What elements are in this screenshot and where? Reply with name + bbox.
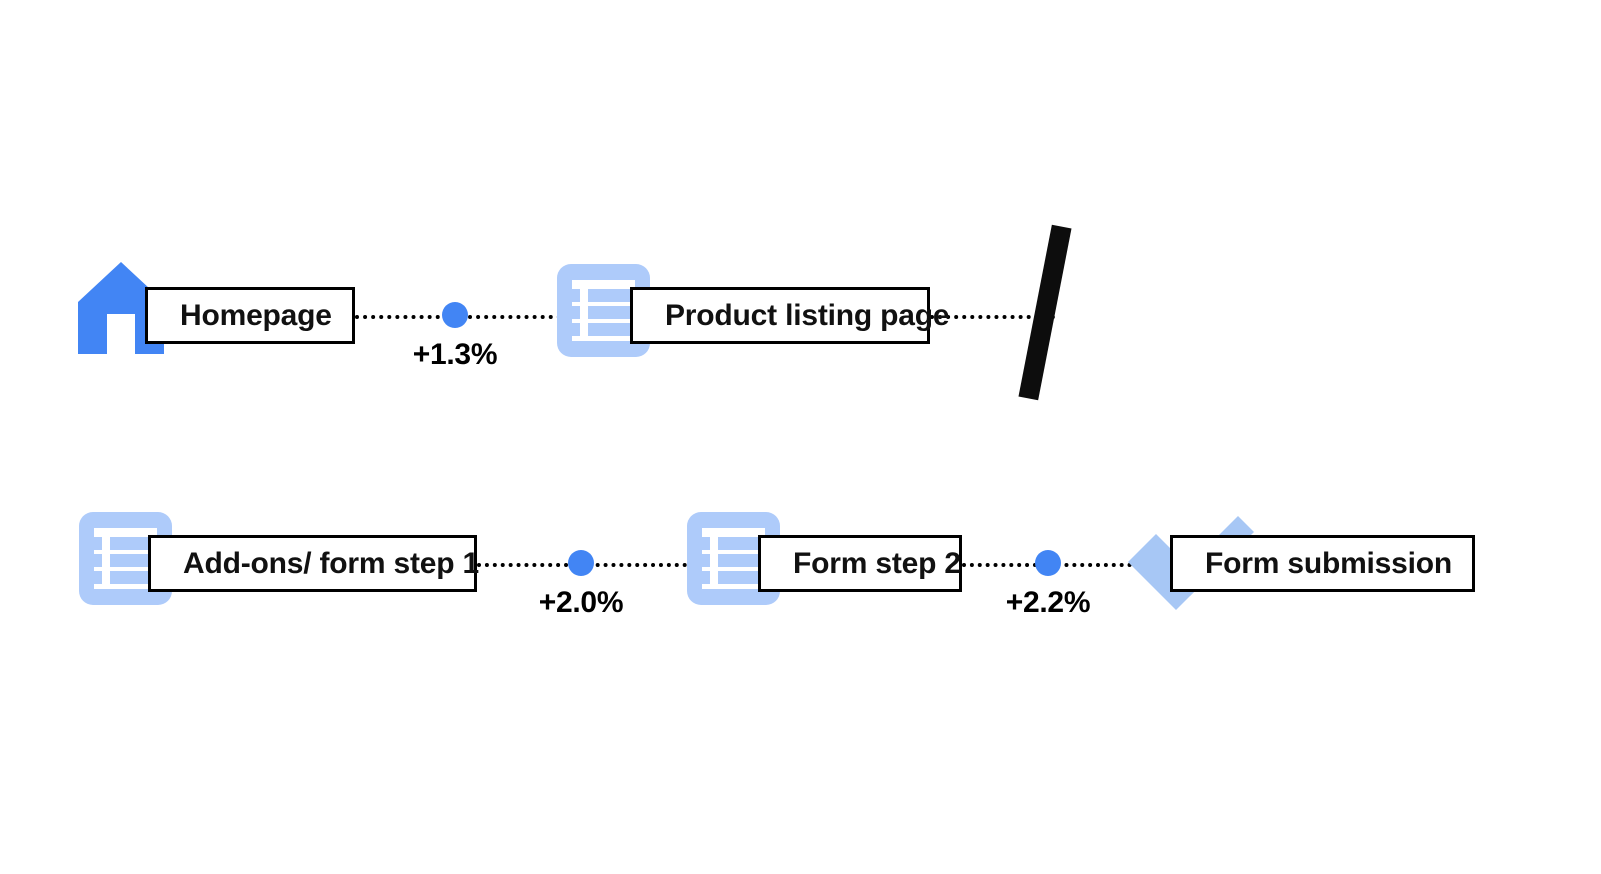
list-icon-bullet xyxy=(567,305,581,319)
metric-dot-3[interactable] xyxy=(1035,550,1061,576)
node-add-ons-form-step-1-label: Add-ons/ form step 1 xyxy=(183,546,480,580)
slash-icon xyxy=(1018,224,1072,401)
list-icon-bullet xyxy=(89,537,103,551)
node-product-listing-page[interactable]: Product listing page xyxy=(630,287,950,344)
metric-label-2: +2.0% xyxy=(538,586,624,619)
house-icon xyxy=(78,262,164,354)
list-icon-row xyxy=(567,289,644,303)
list-icon-bar xyxy=(588,322,644,336)
connector-product-listing-to-end xyxy=(930,315,1055,319)
node-product-listing-page-label: Product listing page xyxy=(665,298,950,332)
connector-addons-to-form-step-2 xyxy=(477,563,782,567)
list-icon-bar xyxy=(588,305,644,319)
list-icon-bullet xyxy=(89,570,103,584)
list-icon-bullet xyxy=(567,289,581,303)
node-form-submission[interactable]: Form submission xyxy=(1170,535,1475,592)
node-add-ons-form-step-1[interactable]: Add-ons/ form step 1 xyxy=(148,535,480,592)
list-icon-bullet xyxy=(697,537,711,551)
connector-form-step-2-to-submission xyxy=(962,563,1187,567)
node-form-step-2[interactable]: Form step 2 xyxy=(758,535,962,592)
node-form-submission-label: Form submission xyxy=(1205,546,1453,580)
list-icon-bar xyxy=(588,289,644,303)
node-homepage-label: Homepage xyxy=(180,298,332,332)
list-icon-bullet xyxy=(697,570,711,584)
metric-label-1: +1.3% xyxy=(412,338,498,371)
list-icon-row xyxy=(567,322,644,336)
metric-dot-1[interactable] xyxy=(442,302,468,328)
node-homepage[interactable]: Homepage xyxy=(145,287,355,344)
list-icon-bullet xyxy=(567,322,581,336)
node-form-step-2-label: Form step 2 xyxy=(793,546,961,580)
metric-label-3: +2.2% xyxy=(1005,586,1091,619)
connector-homepage-to-product-listing xyxy=(355,315,650,319)
metric-dot-2[interactable] xyxy=(568,550,594,576)
list-icon-row xyxy=(567,305,644,319)
list-icon-bullet xyxy=(697,553,711,567)
list-icon-bullet xyxy=(89,553,103,567)
